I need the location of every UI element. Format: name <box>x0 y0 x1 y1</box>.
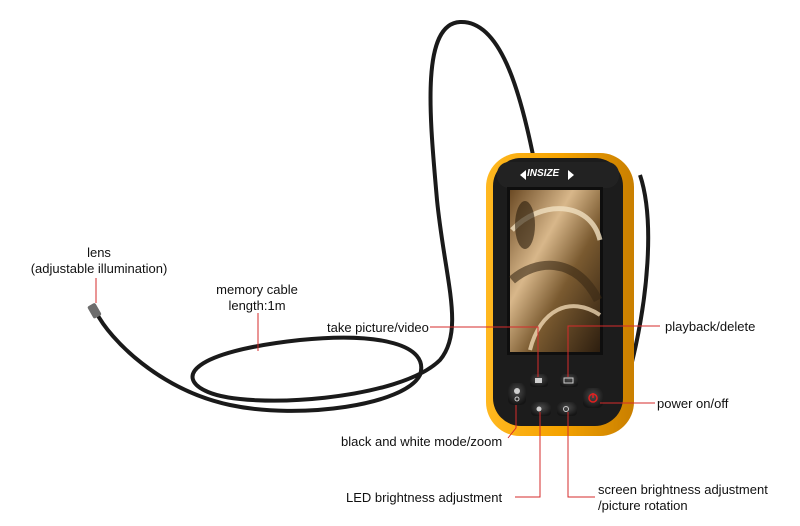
brightness-icon <box>563 406 569 412</box>
label-cable-line1: memory cable <box>216 282 298 297</box>
brand-name: INSIZE <box>527 168 560 179</box>
gallery-icon <box>563 377 574 384</box>
leader-bw-mode <box>507 405 517 439</box>
device-screen <box>507 187 603 355</box>
rear-cable <box>628 174 651 371</box>
button-screen-brightness[interactable] <box>557 402 577 416</box>
label-led-brightness: LED brightness adjustment <box>346 490 503 505</box>
label-take-picture: take picture/video <box>327 320 429 335</box>
label-screen-brightness-line2: /picture rotation <box>598 498 688 513</box>
brand-logo <box>520 170 574 180</box>
leader-take-picture <box>430 326 539 377</box>
leader-lines <box>95 278 660 498</box>
label-power: power on/off <box>657 396 729 411</box>
label-lens-line2: (adjustable illumination) <box>30 261 168 276</box>
power-icon <box>588 393 598 403</box>
button-playback[interactable] <box>560 374 578 387</box>
label-cable-line2: length:1m <box>228 298 286 313</box>
label-lens-line1: lens <box>87 245 111 260</box>
leader-playback <box>567 325 660 377</box>
label-screen-brightness-line1: screen brightness adjustment <box>598 482 768 497</box>
lens-tip <box>87 303 102 319</box>
led-icon <box>536 406 542 412</box>
leader-screen-brightness <box>567 412 595 498</box>
camera-icon <box>535 378 542 383</box>
label-playback: playback/delete <box>665 319 756 334</box>
contrast-icon <box>514 388 520 394</box>
memory-cable <box>94 19 536 413</box>
label-bw-mode: black and white mode/zoom <box>341 434 503 449</box>
zoom-icon <box>514 396 520 402</box>
leader-led <box>515 412 541 498</box>
